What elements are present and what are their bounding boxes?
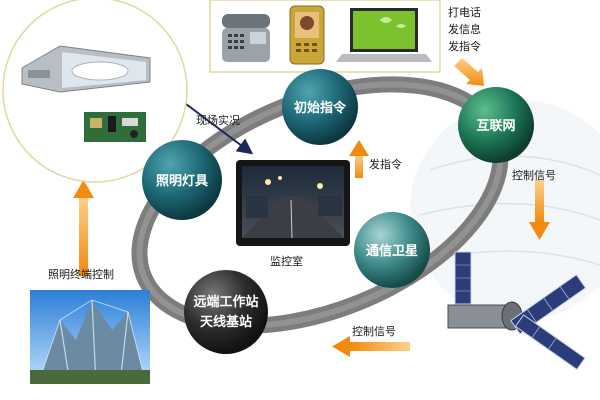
label-send-command-top: 发指令	[448, 40, 481, 53]
arrow-monitor-to-initial	[349, 140, 369, 178]
label-onsite-live: 现场实况	[196, 114, 240, 127]
devices-action-labels: 打电话 发信息 发指令	[448, 4, 481, 55]
monitor-image	[236, 160, 350, 246]
street-lamp-image	[21, 45, 151, 93]
arrow-building-to-lamp	[73, 180, 94, 276]
building-photo	[30, 290, 150, 385]
arrow-satellite-to-station	[332, 336, 410, 357]
label-monitor-room: 监控室	[270, 255, 303, 268]
label-make-call: 打电话	[448, 6, 481, 19]
node-satellite-label: 通信卫星	[366, 243, 418, 259]
node-internet: 互联网	[458, 87, 534, 163]
laptop-image	[336, 8, 432, 62]
desk-phone-image	[222, 14, 270, 62]
label-send-message: 发信息	[448, 23, 481, 36]
node-remote-station-line1: 远端工作站	[193, 294, 258, 310]
arrow-internet-to-satellite	[529, 180, 550, 240]
node-remote-station-line2: 天线基站	[200, 314, 252, 330]
node-lighting: 照明灯具	[142, 140, 222, 220]
arrow-devices-to-internet	[454, 58, 484, 86]
node-remote-station: 远端工作站 天线基站	[184, 270, 268, 354]
mobile-phone-image	[289, 5, 325, 65]
devices-panel	[209, 0, 441, 73]
street-lamp-panel	[2, 0, 188, 183]
label-control-signal-bottom: 控制信号	[352, 325, 396, 338]
node-internet-label: 互联网	[476, 119, 515, 134]
node-initial-command: 初始指令	[282, 69, 358, 145]
label-control-signal-right: 控制信号	[512, 169, 556, 182]
arrow-lamp-to-monitor	[177, 97, 254, 155]
satellite-image	[447, 251, 587, 371]
node-lighting-label: 照明灯具	[156, 173, 208, 189]
label-send-command: 发指令	[369, 158, 402, 171]
node-satellite: 通信卫星	[354, 212, 430, 288]
label-terminal-control: 照明终端控制	[48, 268, 114, 281]
circuit-board-image	[84, 112, 146, 142]
node-initial-command-label: 初始指令	[294, 100, 347, 116]
